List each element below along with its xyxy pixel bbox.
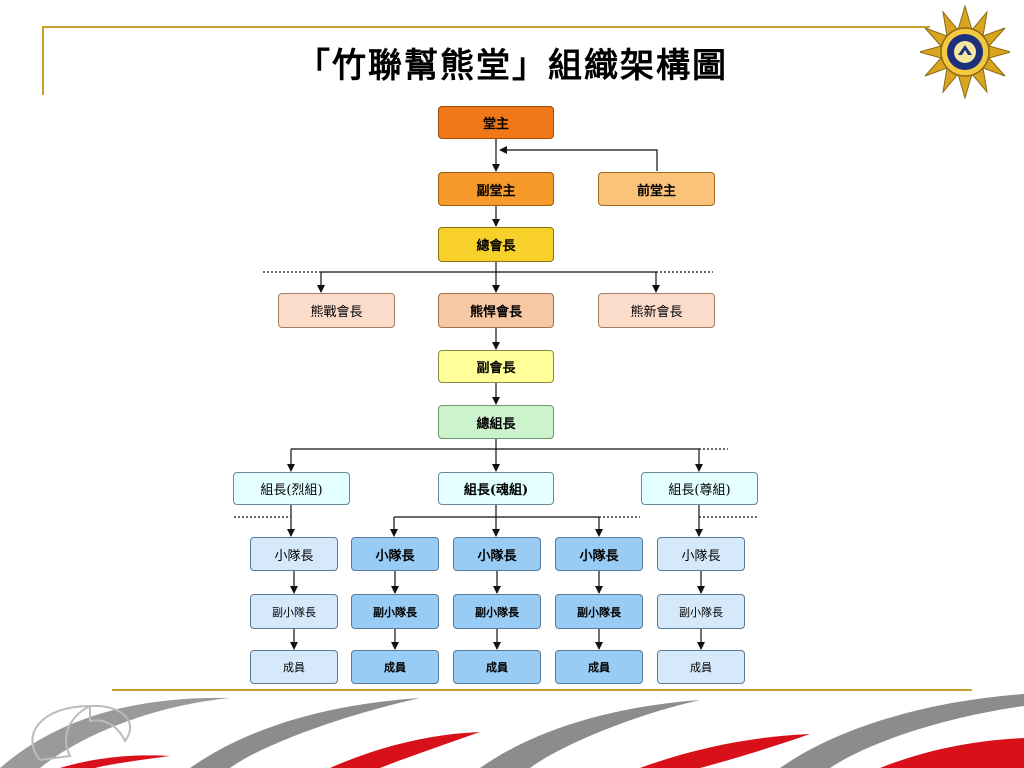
org-node-deputy-squad-leader: 副小隊長 <box>250 594 338 629</box>
org-node-deputy-squad-leader: 副小隊長 <box>555 594 643 629</box>
page-title: 「竹聯幫熊堂」組織架構圖 <box>296 46 728 86</box>
org-node-member: 成員 <box>657 650 745 684</box>
org-node-group-leader-right: 組長(尊組) <box>641 472 758 505</box>
footer-decoration <box>0 689 1024 768</box>
org-node-president-left: 熊戰會長 <box>278 293 395 328</box>
org-node-chief-group-leader: 總組長 <box>438 405 554 439</box>
org-node-former-hall-master: 前堂主 <box>598 172 715 206</box>
org-node-squad-leader: 小隊長 <box>351 537 439 571</box>
org-node-squad-leader: 小隊長 <box>453 537 541 571</box>
org-node-hall-master: 堂主 <box>438 106 554 139</box>
org-node-member: 成員 <box>453 650 541 684</box>
org-node-squad-leader: 小隊長 <box>657 537 745 571</box>
org-node-group-leader-left: 組長(烈組) <box>233 472 350 505</box>
org-node-president-right: 熊新會長 <box>598 293 715 328</box>
org-node-squad-leader: 小隊長 <box>555 537 643 571</box>
org-node-deputy-hall-master: 副堂主 <box>438 172 554 206</box>
org-node-deputy-squad-leader: 副小隊長 <box>453 594 541 629</box>
org-node-deputy-squad-leader: 副小隊長 <box>351 594 439 629</box>
org-node-member: 成員 <box>555 650 643 684</box>
org-node-squad-leader: 小隊長 <box>250 537 338 571</box>
header-border <box>42 26 930 95</box>
org-node-member: 成員 <box>250 650 338 684</box>
org-node-vice-president: 副會長 <box>438 350 554 383</box>
org-node-group-leader-center: 組長(魂組) <box>438 472 554 505</box>
org-node-general-president: 總會長 <box>438 227 554 262</box>
org-node-president-center: 熊悍會長 <box>438 293 554 328</box>
org-node-member: 成員 <box>351 650 439 684</box>
org-node-deputy-squad-leader: 副小隊長 <box>657 594 745 629</box>
police-badge-icon <box>920 4 1010 100</box>
